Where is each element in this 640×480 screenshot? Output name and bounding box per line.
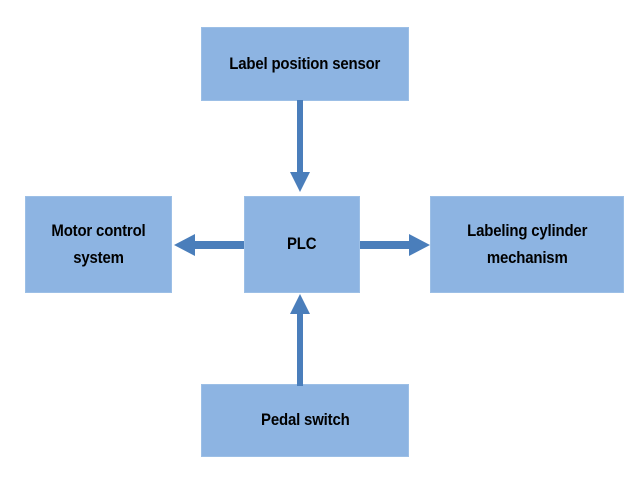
node-plc[interactable]: PLC (244, 196, 360, 293)
node-label-position-sensor[interactable]: Label position sensor (201, 27, 409, 101)
node-labeling-cylinder-mechanism-line2: mechanism (486, 247, 568, 267)
node-label-position-sensor-text: Label position sensor (229, 53, 381, 73)
node-labeling-cylinder-mechanism[interactable]: Labeling cylinder mechanism (430, 196, 624, 293)
arrow-up-icon-pedal-to-plc (288, 292, 312, 386)
node-labeling-cylinder-mechanism-text: Labeling cylinder mechanism (459, 218, 595, 271)
node-labeling-cylinder-mechanism-line1: Labeling cylinder (466, 221, 588, 241)
node-motor-control-system-line2: system (73, 247, 124, 267)
arrow-down-icon-sensor-to-plc (288, 100, 312, 196)
node-pedal-switch[interactable]: Pedal switch (201, 384, 409, 457)
arrow-right-icon-plc-to-cylinder (360, 232, 432, 258)
arrow-left-icon-plc-to-motor (172, 232, 244, 258)
node-plc-text: PLC (287, 234, 317, 254)
node-motor-control-system-line1: Motor control (51, 221, 146, 241)
node-pedal-switch-text: Pedal switch (260, 410, 350, 430)
node-motor-control-system[interactable]: Motor control system (25, 196, 172, 293)
node-motor-control-system-text: Motor control system (45, 218, 152, 271)
